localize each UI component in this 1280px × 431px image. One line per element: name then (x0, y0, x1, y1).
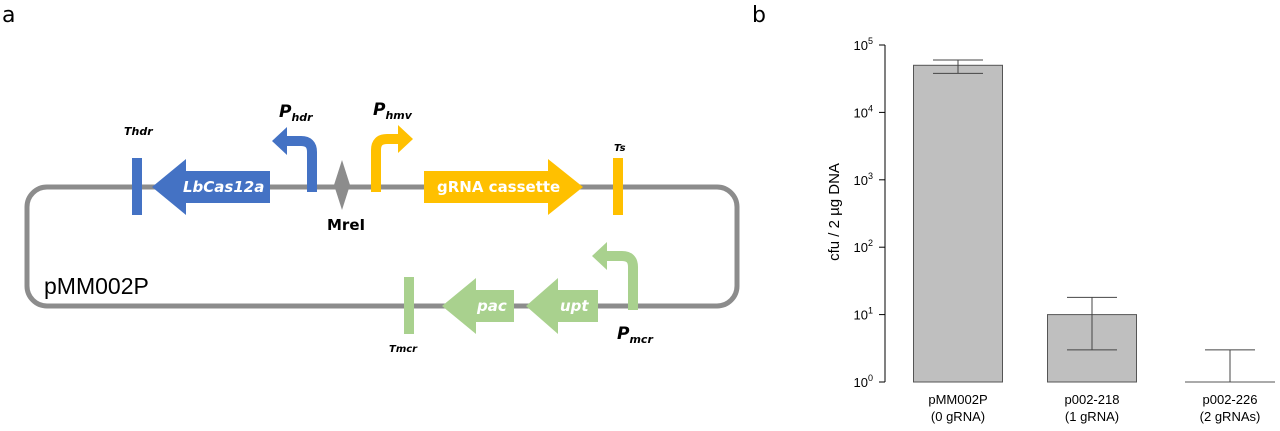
mrei-label: MreI (327, 216, 365, 234)
bar (913, 64, 1003, 383)
y-tick-label: 103 (854, 171, 873, 188)
y-tick-label: 105 (854, 36, 873, 53)
pac-gene-arrow (442, 278, 514, 334)
x-category-label: p002-226 (1203, 392, 1258, 407)
panel-b-letter: b (752, 3, 766, 28)
phdr-label: Phdr (279, 102, 313, 124)
lbcas12a-label: LbCas12a (183, 178, 264, 196)
y-axis-title: cfu / 2 µg DNA (826, 163, 843, 261)
phmv-promoter-arrow (371, 125, 413, 192)
tmcr-label: Tmcr (389, 344, 418, 355)
x-category-sublabel: (2 gRNAs) (1200, 409, 1261, 424)
y-tick-label: 101 (854, 306, 873, 323)
thdr-label: Thdr (124, 125, 153, 138)
plasmid-name: pMM002P (44, 273, 149, 299)
mrei-site (334, 160, 350, 210)
x-category-sublabel: (1 gRNA) (1065, 409, 1119, 424)
lbcas12a-gene-arrow (152, 159, 270, 215)
pac-label: pac (476, 297, 507, 315)
ts-label: Ts (614, 143, 626, 154)
thdr-terminator (132, 158, 142, 215)
x-category-label: pMM002P (928, 392, 987, 407)
tmcr-terminator (404, 277, 414, 334)
plasmid-backbone (24, 184, 740, 309)
x-category-label: p002-218 (1065, 392, 1120, 407)
panel-a-letter: a (2, 3, 15, 28)
pmcr-label: Pmcr (617, 324, 653, 346)
y-tick-label: 104 (854, 103, 873, 120)
ts-terminator (613, 158, 623, 215)
y-tick-label: 100 (854, 373, 873, 390)
upt-label: upt (560, 297, 589, 315)
grna-cassette-label: gRNA cassette (437, 178, 560, 196)
upt-gene-arrow (526, 278, 598, 334)
grna-cassette-arrow (424, 159, 583, 215)
phdr-promoter-arrow (272, 127, 317, 192)
pmcr-promoter-arrow (592, 242, 638, 310)
x-category-sublabel: (0 gRNA) (931, 409, 985, 424)
phmv-label: Phmv (373, 100, 413, 122)
y-tick-label: 102 (854, 238, 873, 255)
bar-chart: cfu / 2 µg DNA 100 101 102 103 104 105 pMM002… (826, 36, 1275, 424)
